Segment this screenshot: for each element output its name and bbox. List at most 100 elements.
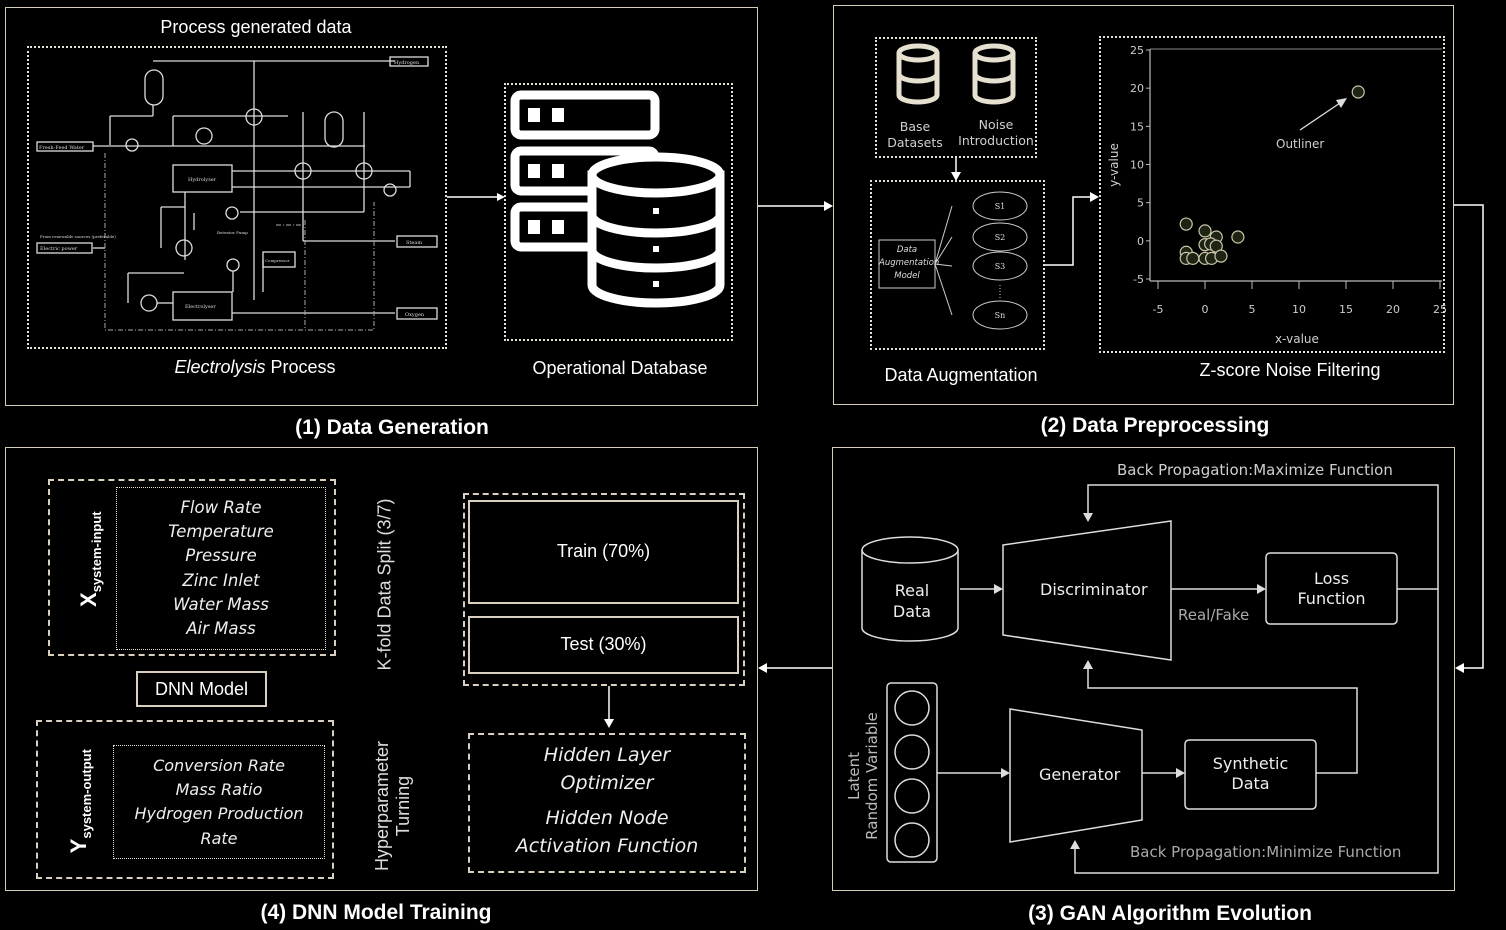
- input-item: Pressure: [185, 546, 257, 566]
- backprop-max-label: Back Propagation:Maximize Function: [1117, 461, 1393, 479]
- input-item: Temperature: [168, 522, 274, 542]
- output-item: Mass Ratio: [175, 780, 263, 800]
- real-data-line2: Data: [892, 602, 932, 621]
- aug-model-label: Data Augmentation Model: [879, 245, 940, 281]
- generator-shape: [1009, 708, 1143, 843]
- flowsheet-fresh-feed: Fresh-Feed Water: [39, 145, 85, 151]
- hyperparameter-list: Hidden Layer Optimizer Hidden Node Activ…: [468, 741, 746, 860]
- outlier-arrow: [1299, 102, 1341, 131]
- inputs-box: [48, 479, 336, 656]
- data-point: [1351, 85, 1365, 99]
- inputs-list-box: [116, 487, 326, 650]
- datasets-box: [875, 37, 1037, 158]
- x-tick-label: 10: [1292, 303, 1306, 316]
- y-main: Y: [65, 838, 91, 854]
- hyper-line1: Hyperparameter: [372, 740, 392, 871]
- flowsheet-compressor: Compressor: [265, 258, 290, 263]
- outlier-arrowhead: [1336, 98, 1347, 108]
- real-data-cylinder: [861, 550, 959, 642]
- kfold-label: K-fold Data Split (3/7): [374, 498, 395, 671]
- data-split-box: [463, 493, 745, 686]
- outputs-box: [36, 720, 334, 879]
- flowsheet-renewable: From renewable sources (preferable): [40, 234, 116, 239]
- hyper-item: Hidden Layer: [543, 744, 671, 766]
- chart-annotation: Outliner: [1276, 137, 1325, 151]
- synthetic-data-box: [1184, 739, 1317, 810]
- hyper-item: Hidden Node: [545, 807, 669, 829]
- discriminator-label: Discriminator: [1040, 580, 1148, 599]
- data-point: [1214, 249, 1228, 263]
- dnn-model-box: DNN Model: [136, 671, 267, 707]
- x-tick-label: -5: [1153, 303, 1164, 316]
- input-item: Air Mass: [186, 619, 256, 639]
- database-label: Operational Database: [532, 358, 708, 378]
- flowsheet-hydrogen: Hydrogen: [394, 60, 420, 66]
- subset-s1: [972, 191, 1028, 221]
- noise-introduction-label: Noise Introduction: [958, 117, 1034, 148]
- output-item: Rate: [200, 828, 238, 848]
- y-tick-label: 10: [1130, 159, 1144, 172]
- flowsheet-oxygen: Oxygen: [405, 312, 425, 318]
- base-datasets-label: Base Datasets: [887, 119, 943, 150]
- flowsheet-electric: Electric power: [40, 246, 78, 252]
- backprop-min-label: Back Propagation:Minimize Function: [1130, 843, 1402, 861]
- x-tick-label: 15: [1339, 303, 1353, 316]
- hyper-item: Optimizer: [560, 772, 654, 794]
- y-system-output-label: Ysystem-output: [66, 731, 94, 871]
- subset-s3-label: S3: [995, 262, 1006, 271]
- output-item: Conversion Rate: [153, 756, 285, 775]
- loss-line2: Function: [1297, 589, 1366, 608]
- subset-s1-label: S1: [995, 202, 1006, 211]
- y-tick-label: 20: [1130, 82, 1144, 95]
- x-tick-label: 20: [1386, 303, 1400, 316]
- process-label-italic: Electrolysis: [174, 357, 266, 377]
- output-item: Hydrogen Production: [134, 804, 304, 824]
- input-item: Water Mass: [173, 594, 269, 614]
- synthetic-line1: Synthetic: [1212, 754, 1289, 773]
- flowsheet-steam: Steam: [406, 240, 422, 246]
- subset-s2-label: S2: [995, 233, 1006, 242]
- subset-s2: [972, 222, 1028, 252]
- outputs-list-box: [113, 745, 325, 859]
- chart-box: [1099, 36, 1445, 353]
- test-box: Test (30%): [468, 616, 739, 674]
- y-tick-label: 15: [1130, 120, 1144, 133]
- title-dnn-training: (4) DNN Model Training: [260, 901, 492, 924]
- process-caption: Process generated data: [160, 17, 352, 37]
- x-main: X: [75, 592, 101, 607]
- y-tick-label: 5: [1137, 197, 1144, 210]
- synthetic-line2: Data: [1231, 774, 1270, 793]
- subset-s3: [972, 251, 1028, 281]
- generator-label: Generator: [1039, 765, 1121, 784]
- input-item: Zinc Inlet: [182, 570, 260, 590]
- panel-dnn-training: [5, 447, 758, 891]
- input-item: Flow Rate: [180, 498, 262, 517]
- panel-data-preprocessing: [833, 5, 1454, 405]
- x-system-input-label: Xsystem-input: [76, 494, 104, 624]
- hyper-item: Activation Function: [515, 835, 699, 857]
- flowsheet-hydrolyser: Hydrolyser: [188, 177, 217, 183]
- latent-line1: Latent: [845, 751, 863, 801]
- outputs-list: Conversion Rate Mass Ratio Hydrogen Prod…: [113, 754, 325, 851]
- panel-gan: [832, 447, 1455, 891]
- inputs-list: Flow Rate Temperature Pressure Zinc Inle…: [116, 496, 326, 641]
- real-fake-label: Real/Fake: [1178, 606, 1250, 624]
- data-point: [1231, 230, 1245, 244]
- chart-ylabel: y-value: [1106, 143, 1121, 187]
- panel-data-generation: [5, 7, 758, 406]
- data-point: [1179, 217, 1193, 231]
- x-tick-label: 5: [1249, 303, 1256, 316]
- y-tick-label: 0: [1137, 235, 1144, 248]
- database-box: [504, 83, 733, 341]
- y-sub: system-output: [79, 749, 95, 839]
- augmentation-box: [870, 180, 1045, 350]
- hyperparameter-box: [468, 733, 746, 873]
- process-flowsheet-box: [27, 46, 447, 349]
- x-sub: system-input: [89, 511, 105, 593]
- flowsheet-electrolyser: Electrolyser: [185, 304, 216, 310]
- subset-sn: [972, 300, 1028, 330]
